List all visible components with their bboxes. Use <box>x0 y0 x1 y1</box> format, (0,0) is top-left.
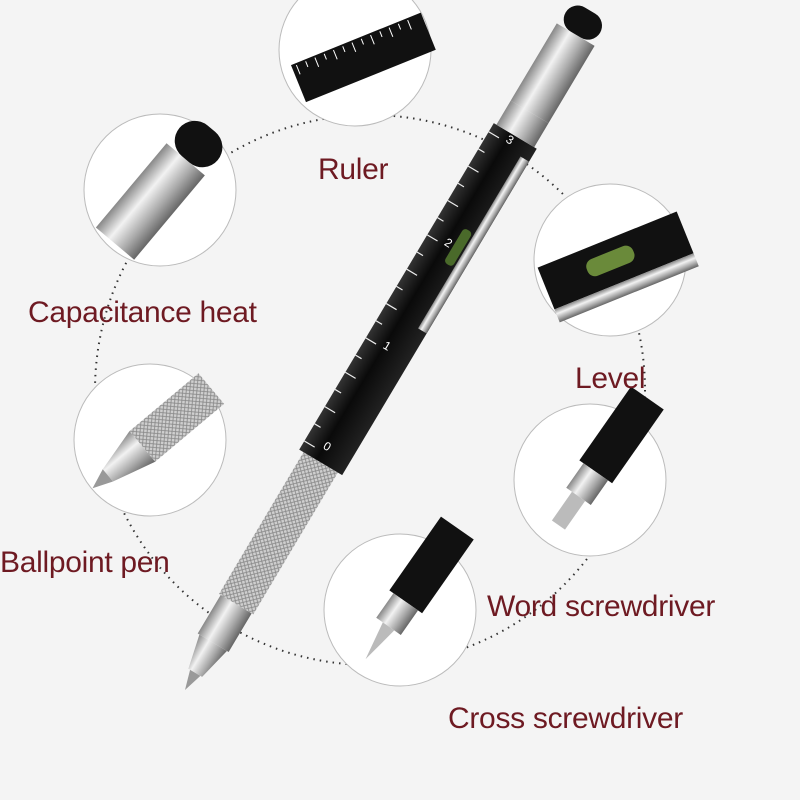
label-level: Level <box>575 362 646 395</box>
word-screwdriver-detail-circle <box>513 386 667 557</box>
ruler-detail-circle <box>278 0 436 127</box>
ballpoint-detail-circle <box>73 363 227 517</box>
label-word-screwdriver: Word screwdriver <box>487 590 716 623</box>
label-ruler: Ruler <box>318 153 389 186</box>
stylus-detail-circle <box>83 113 237 267</box>
level-detail-circle <box>533 183 699 337</box>
label-capacitance: Capacitance heat <box>28 296 257 329</box>
label-ballpoint: Ballpoint pen <box>0 546 170 579</box>
multitool-pen: 0 1 2 3 <box>185 5 603 690</box>
cross-screwdriver-detail-circle <box>323 516 477 687</box>
label-cross-screwdriver: Cross screwdriver <box>448 702 683 735</box>
dotted-ring <box>94 114 646 666</box>
